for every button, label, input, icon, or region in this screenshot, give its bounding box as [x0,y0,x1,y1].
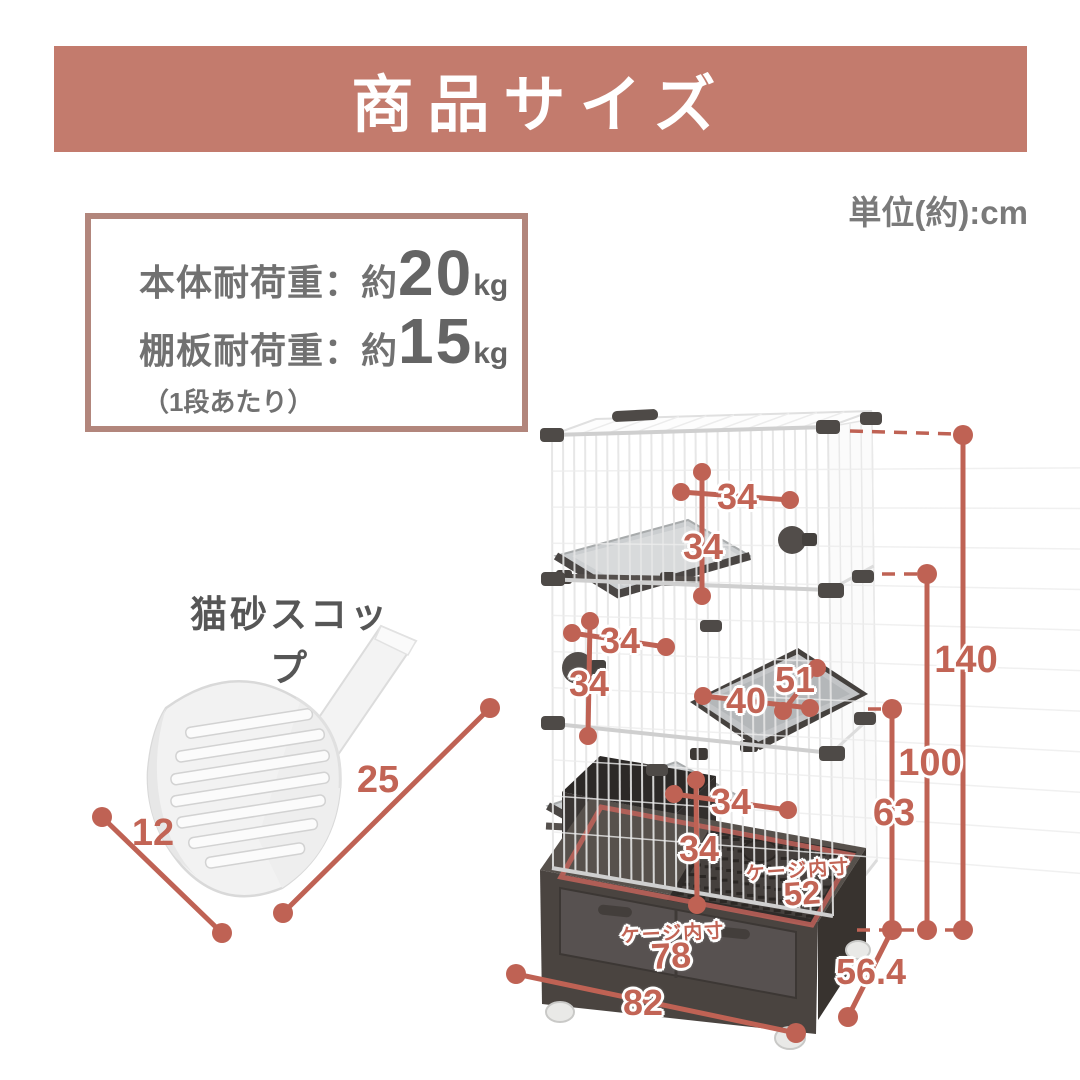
dim-label-wire-height: 100 [898,742,962,784]
section-title: 商品サイズ [351,71,730,140]
cage-dimension-lines [506,425,973,1043]
dim-cross-middle [563,612,675,745]
scoop-title: 猫砂スコップ [190,594,390,689]
dim-label-shelf-depth: 51 [774,659,816,700]
spec-unit: kg [473,269,509,302]
dim-label-top-height: 34 [682,526,724,567]
dim-line-scoop-width [92,807,232,943]
dim-cross-top [672,463,799,605]
dim-label-inner-depth: 52 [782,873,822,913]
spec-label: 本体耐荷重：約 [139,262,399,303]
dim-line-82 [506,964,806,1043]
spec-unit: kg [473,337,509,370]
dim-label-mid-width: 34 [599,620,641,661]
dim-label-mid-height: 34 [568,663,610,704]
dim-label-shelf-width: 40 [725,680,767,721]
dim-label-bottom-width: 34 [710,781,752,822]
section-banner: 商品サイズ [54,46,1027,152]
dim-label-scoop-length: 25 [356,759,400,801]
spec-note: （1段あたり） [143,387,314,417]
dim-cross-bottom [665,771,797,914]
dim-label-outer-width: 82 [622,982,664,1023]
dim-label-lower-height: 63 [872,792,916,834]
cage-connectors [540,409,882,776]
dim-line-140 [953,425,973,940]
dim-dashed-lines [849,429,963,932]
dim-line-scoop-length [273,698,500,923]
dim-label-inner-width: 78 [649,933,693,978]
cage-illustration [540,409,1080,1050]
dim-label-bottom-height: 34 [678,828,720,869]
spec-value: 20 [398,237,474,309]
dim-label-top-width: 34 [716,476,758,517]
scoop-illustration [146,624,418,898]
dim-label-outer-depth: 56.4 [835,951,907,992]
spec-value: 15 [398,305,474,377]
dim-label-scoop-width: 12 [131,812,175,854]
dim-line-56-4 [838,928,895,1027]
dim-label-total-height: 140 [934,639,998,681]
dim-shelf-40-51 [694,659,826,720]
dim-line-100 [917,564,937,940]
spec-label: 棚板耐荷重：約 [139,330,399,371]
unit-note: 単位(約):cm [848,194,1028,231]
